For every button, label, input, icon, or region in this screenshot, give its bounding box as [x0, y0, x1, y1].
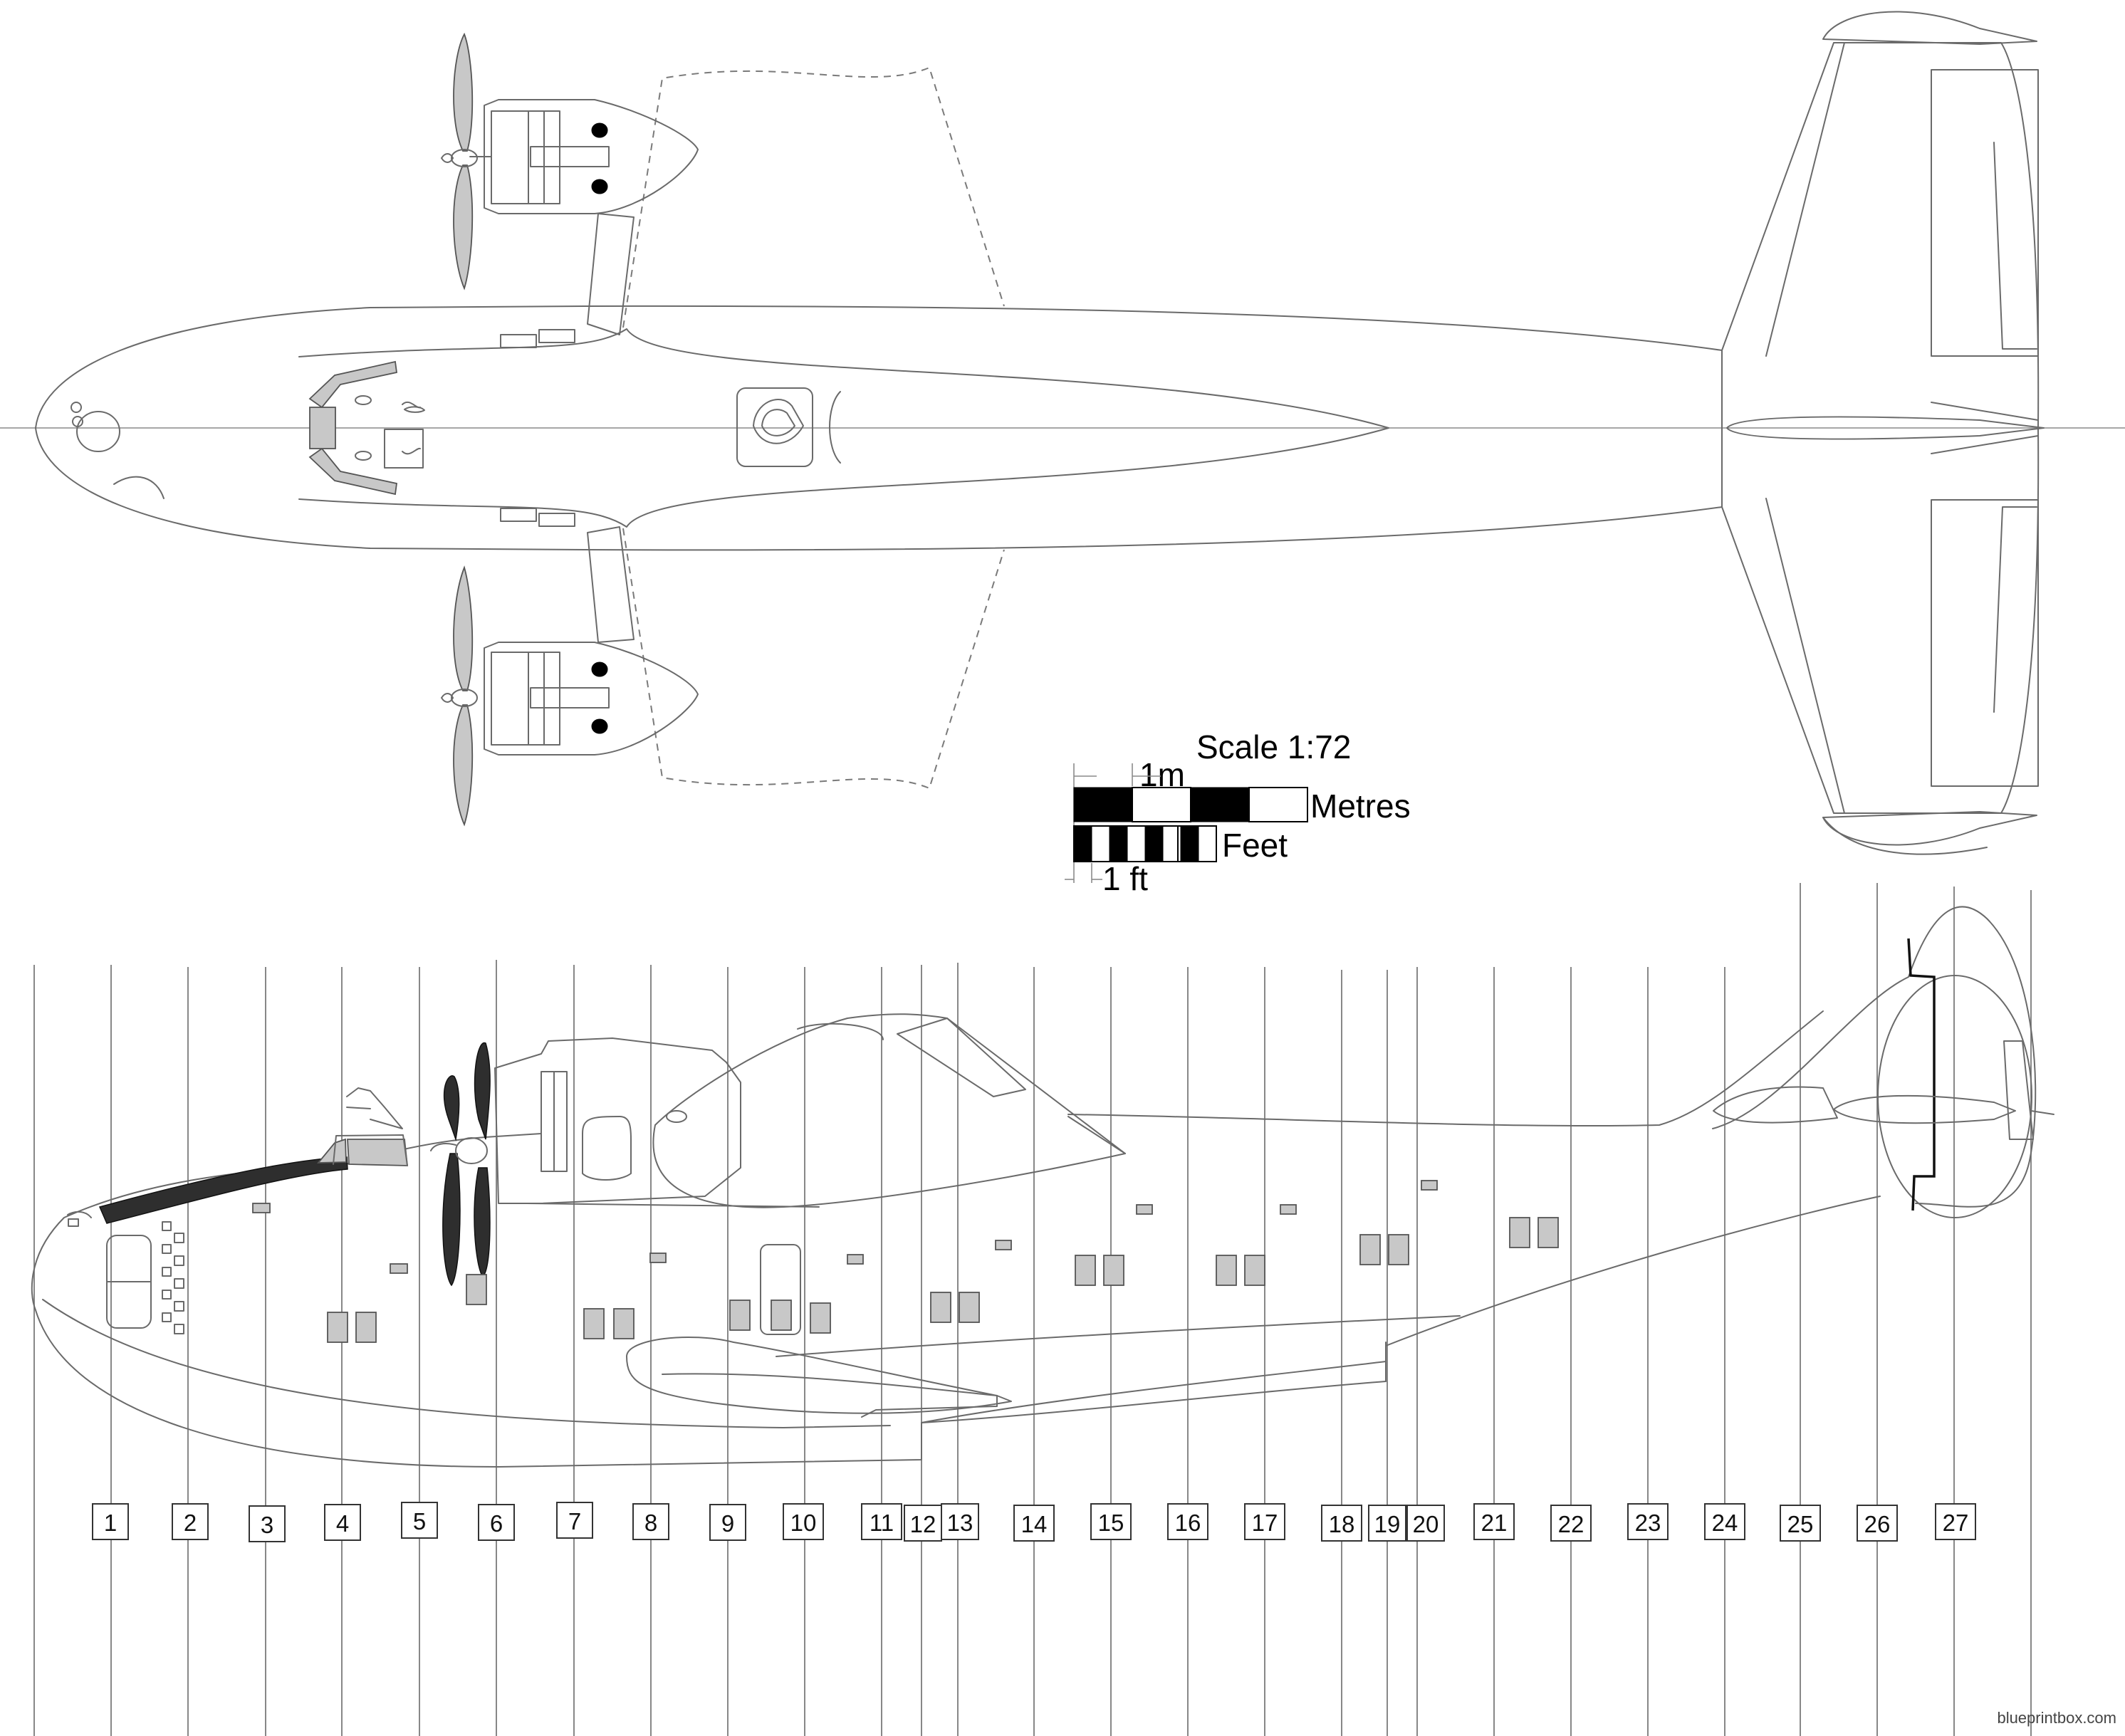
svg-text:6: 6: [490, 1510, 503, 1537]
top-cockpit: [308, 360, 425, 496]
foot-segment: [1073, 825, 1092, 862]
station-label: 5: [401, 1502, 438, 1539]
foot-segment: [1109, 825, 1128, 862]
svg-text:9: 9: [721, 1510, 734, 1537]
station-label: 25: [1780, 1505, 1821, 1542]
metre-segment: [1073, 787, 1133, 822]
svg-text:14: 14: [1021, 1511, 1048, 1537]
top-nacelle-lower: [484, 526, 699, 755]
station-label: 7: [556, 1502, 593, 1539]
side-propeller: [430, 1042, 491, 1287]
side-hull: [31, 1167, 1881, 1468]
svg-text:4: 4: [336, 1510, 349, 1537]
station-label: 6: [478, 1504, 515, 1541]
svg-text:5: 5: [413, 1508, 426, 1534]
scale-feet-label: Feet: [1222, 827, 1288, 864]
svg-text:11: 11: [870, 1510, 894, 1536]
scale-foot-mark: 1 ft: [1102, 860, 1148, 897]
station-label: 26: [1857, 1505, 1898, 1542]
top-fuselage-inner: [298, 328, 1389, 528]
svg-text:24: 24: [1712, 1510, 1738, 1536]
metre-segment: [1248, 787, 1308, 822]
station-label: 24: [1704, 1503, 1745, 1540]
svg-text:7: 7: [568, 1508, 581, 1534]
station-label: 17: [1244, 1503, 1285, 1540]
station-label: 1: [92, 1503, 129, 1540]
station-label: 20: [1406, 1505, 1445, 1542]
metre-segment: [1190, 787, 1250, 822]
side-view: 1 2 3 4 5 6 7 8 9 10 11 12 13 14 15 16 1…: [31, 883, 2054, 1736]
svg-text:20: 20: [1413, 1511, 1439, 1537]
station-labels: 1 2 3 4 5 6 7 8 9 10 11 12 13 14 15 16 1…: [92, 1502, 1976, 1542]
top-wing-lower: [622, 528, 1005, 790]
svg-text:23: 23: [1635, 1510, 1661, 1536]
station-label: 27: [1935, 1503, 1976, 1540]
svg-text:16: 16: [1175, 1510, 1201, 1536]
svg-text:17: 17: [1252, 1510, 1278, 1536]
svg-text:13: 13: [947, 1510, 973, 1536]
top-nacelle-upper: [469, 99, 699, 335]
station-lines: [33, 883, 2032, 1736]
svg-text:2: 2: [184, 1510, 197, 1536]
station-label: 11: [861, 1503, 902, 1540]
station-label: 21: [1473, 1503, 1515, 1540]
svg-text:22: 22: [1558, 1511, 1584, 1537]
station-label: 9: [709, 1504, 746, 1541]
top-wing-upper: [622, 66, 1005, 328]
svg-text:25: 25: [1787, 1511, 1814, 1537]
top-propeller-upper: [441, 32, 478, 291]
svg-text:15: 15: [1098, 1510, 1124, 1536]
station-label: 16: [1167, 1503, 1208, 1540]
side-windows: [252, 1180, 1559, 1343]
station-label: 10: [783, 1503, 824, 1540]
station-label: 8: [632, 1503, 669, 1540]
station-label: 18: [1321, 1505, 1362, 1542]
station-label: 14: [1013, 1505, 1055, 1542]
svg-text:27: 27: [1943, 1510, 1969, 1536]
credit-text: blueprintbox.com: [1997, 1709, 2116, 1727]
top-view: [0, 11, 2125, 855]
svg-text:21: 21: [1481, 1510, 1508, 1536]
station-label: 19: [1368, 1505, 1406, 1542]
foot-segment: [1180, 825, 1199, 862]
station-label: 13: [941, 1503, 979, 1540]
top-fuselage: [35, 305, 1723, 551]
top-tailplane: [1721, 11, 2045, 855]
svg-text:10: 10: [790, 1510, 817, 1536]
side-tail-fin: [1712, 906, 2054, 1218]
foot-segment: [1144, 825, 1164, 862]
station-label: 3: [249, 1505, 286, 1542]
station-label: 23: [1627, 1503, 1669, 1540]
svg-text:19: 19: [1374, 1511, 1401, 1537]
side-nacelle: [494, 1037, 820, 1208]
station-label: 22: [1550, 1505, 1592, 1542]
station-label: 4: [324, 1504, 361, 1541]
svg-text:8: 8: [644, 1510, 657, 1536]
side-float: [626, 1337, 1012, 1414]
scale-title: Scale 1:72: [1196, 728, 1351, 765]
svg-text:12: 12: [910, 1511, 936, 1537]
svg-text:26: 26: [1864, 1511, 1891, 1537]
svg-text:18: 18: [1329, 1511, 1355, 1537]
station-label: 2: [172, 1503, 209, 1540]
station-label: 12: [904, 1505, 942, 1542]
station-label: 15: [1090, 1503, 1132, 1540]
scale-metres-label: Metres: [1310, 788, 1411, 825]
svg-text:3: 3: [261, 1512, 273, 1538]
scale-bar: Scale 1:72 1m Metres Feet 1 ft: [1065, 728, 1411, 897]
svg-text:1: 1: [104, 1510, 117, 1536]
side-wing: [652, 1013, 1126, 1208]
top-propeller-lower: [441, 565, 478, 827]
metre-segment: [1132, 787, 1191, 822]
